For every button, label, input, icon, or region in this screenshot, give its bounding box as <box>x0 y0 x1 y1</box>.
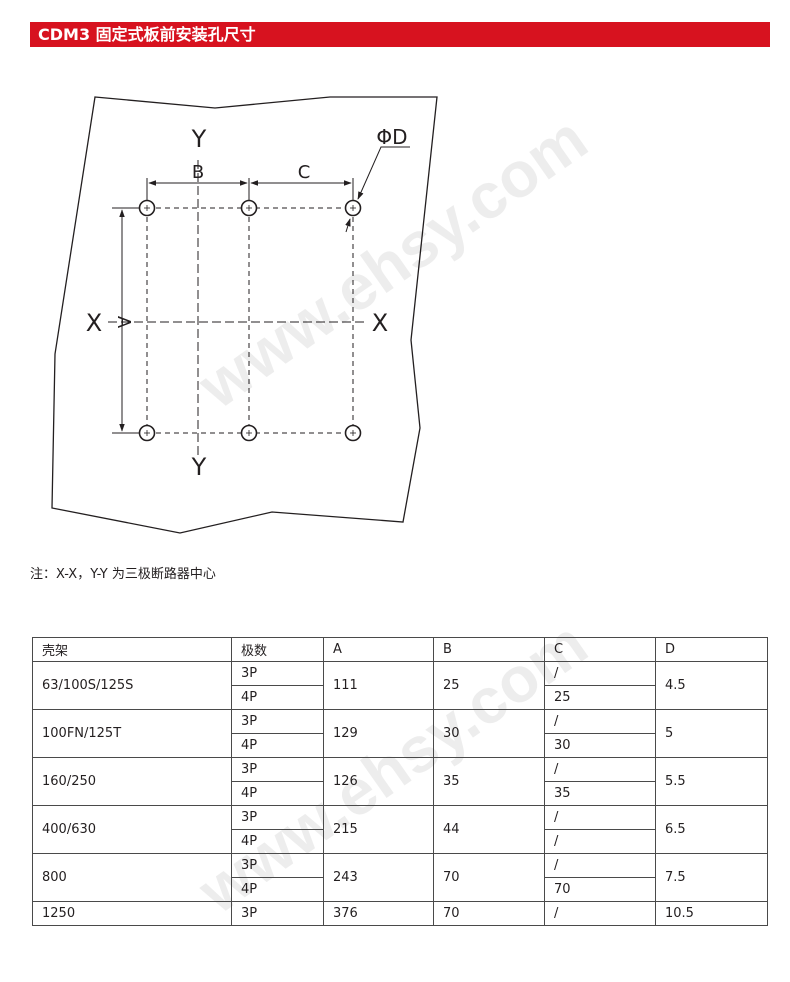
table-row: 160/250 3P 126 35 / 5.5 <box>32 757 768 806</box>
a-cell: 111 <box>323 661 434 710</box>
table-row: 1250 3P 376 70 / 10.5 <box>32 901 768 926</box>
b-cell: 35 <box>433 757 545 806</box>
dimensions-table: 壳架 极数 A B C D 63/100S/125S 3P 111 25 / 4… <box>32 637 768 926</box>
c-cell: 70 <box>544 877 656 902</box>
poles-cell: 3P <box>231 757 324 782</box>
d-cell: 6.5 <box>655 805 768 854</box>
c-cell: / <box>544 709 656 734</box>
poles-cell: 3P <box>231 901 324 926</box>
d-cell: 10.5 <box>655 901 768 926</box>
panel-outline <box>51 96 438 534</box>
table-row: 63/100S/125S 3P 111 25 / 4.5 <box>32 661 768 710</box>
table-row: 800 3P 243 70 / 7.5 <box>32 853 768 902</box>
a-cell: 215 <box>323 805 434 854</box>
table-row: 4P / <box>33 829 768 854</box>
x-label-right: X <box>372 309 388 337</box>
poles-cell: 4P <box>231 829 324 854</box>
frame-cell: 160/250 <box>32 757 232 806</box>
a-cell: 243 <box>323 853 434 902</box>
c-cell: / <box>544 853 656 878</box>
b-cell: 70 <box>433 901 545 926</box>
center-lines <box>146 207 354 434</box>
header-b: B <box>433 637 545 662</box>
frame-cell: 100FN/125T <box>32 709 232 758</box>
poles-cell: 3P <box>231 661 324 686</box>
c-cell: / <box>544 757 656 782</box>
poles-cell: 3P <box>231 805 324 830</box>
b-cell: 30 <box>433 709 545 758</box>
frame-cell: 63/100S/125S <box>32 661 232 710</box>
dimension-label-a: A <box>113 316 134 329</box>
header-c: C <box>544 637 656 662</box>
extension-lines <box>112 178 354 434</box>
b-cell: 70 <box>433 853 545 902</box>
c-cell: 35 <box>544 781 656 806</box>
frame-cell: 400/630 <box>32 805 232 854</box>
dimension-label-c: C <box>298 162 311 183</box>
d-cell: 4.5 <box>655 661 768 710</box>
poles-cell: 4P <box>231 733 324 758</box>
a-cell: 376 <box>323 901 434 926</box>
poles-cell: 4P <box>231 877 324 902</box>
header-poles: 极数 <box>231 637 324 662</box>
table-row: 4P 70 <box>33 877 768 902</box>
header-d: D <box>655 637 768 662</box>
c-cell: 25 <box>544 685 656 710</box>
d-cell: 5.5 <box>655 757 768 806</box>
c-cell: / <box>544 829 656 854</box>
x-label-left: X <box>86 309 102 337</box>
table-row: 400/630 3P 215 44 / 6.5 <box>32 805 768 854</box>
frame-cell: 800 <box>32 853 232 902</box>
y-label-top: Y <box>191 125 207 153</box>
table-row: 100FN/125T 3P 129 30 / 5 <box>32 709 768 758</box>
y-label-bottom: Y <box>191 453 207 481</box>
mounting-hole-diagram: Y Y X X B C A ΦD <box>51 96 438 534</box>
dimension-label-d: ΦD <box>376 125 407 149</box>
poles-cell: 4P <box>231 781 324 806</box>
title-banner: CDM3 固定式板前安装孔尺寸 <box>30 22 770 47</box>
c-cell: / <box>544 901 656 926</box>
b-cell: 44 <box>433 805 545 854</box>
diameter-leader <box>357 146 410 200</box>
c-cell: 30 <box>544 733 656 758</box>
a-cell: 129 <box>323 709 434 758</box>
poles-cell: 3P <box>231 853 324 878</box>
diameter-leader-inner <box>345 218 351 233</box>
table-header-row: 壳架 极数 A B C D <box>32 637 768 662</box>
header-frame: 壳架 <box>32 637 232 662</box>
page-title: CDM3 固定式板前安装孔尺寸 <box>38 25 256 44</box>
diagram-note: 注：X-X，Y-Y 为三极断路器中心 <box>30 567 216 582</box>
d-cell: 7.5 <box>655 853 768 902</box>
d-cell: 5 <box>655 709 768 758</box>
b-cell: 25 <box>433 661 545 710</box>
c-cell: / <box>544 805 656 830</box>
c-cell: / <box>544 661 656 686</box>
poles-cell: 4P <box>231 685 324 710</box>
table-row: 4P 35 <box>33 781 768 806</box>
dimension-label-b: B <box>192 162 204 183</box>
mounting-holes <box>138 199 362 442</box>
frame-cell: 1250 <box>32 901 232 926</box>
a-cell: 126 <box>323 757 434 806</box>
table-row: 4P 30 <box>33 733 768 758</box>
table-row: 4P 25 <box>33 685 768 710</box>
header-a: A <box>323 637 434 662</box>
poles-cell: 3P <box>231 709 324 734</box>
hole-crosshairs <box>144 205 356 436</box>
